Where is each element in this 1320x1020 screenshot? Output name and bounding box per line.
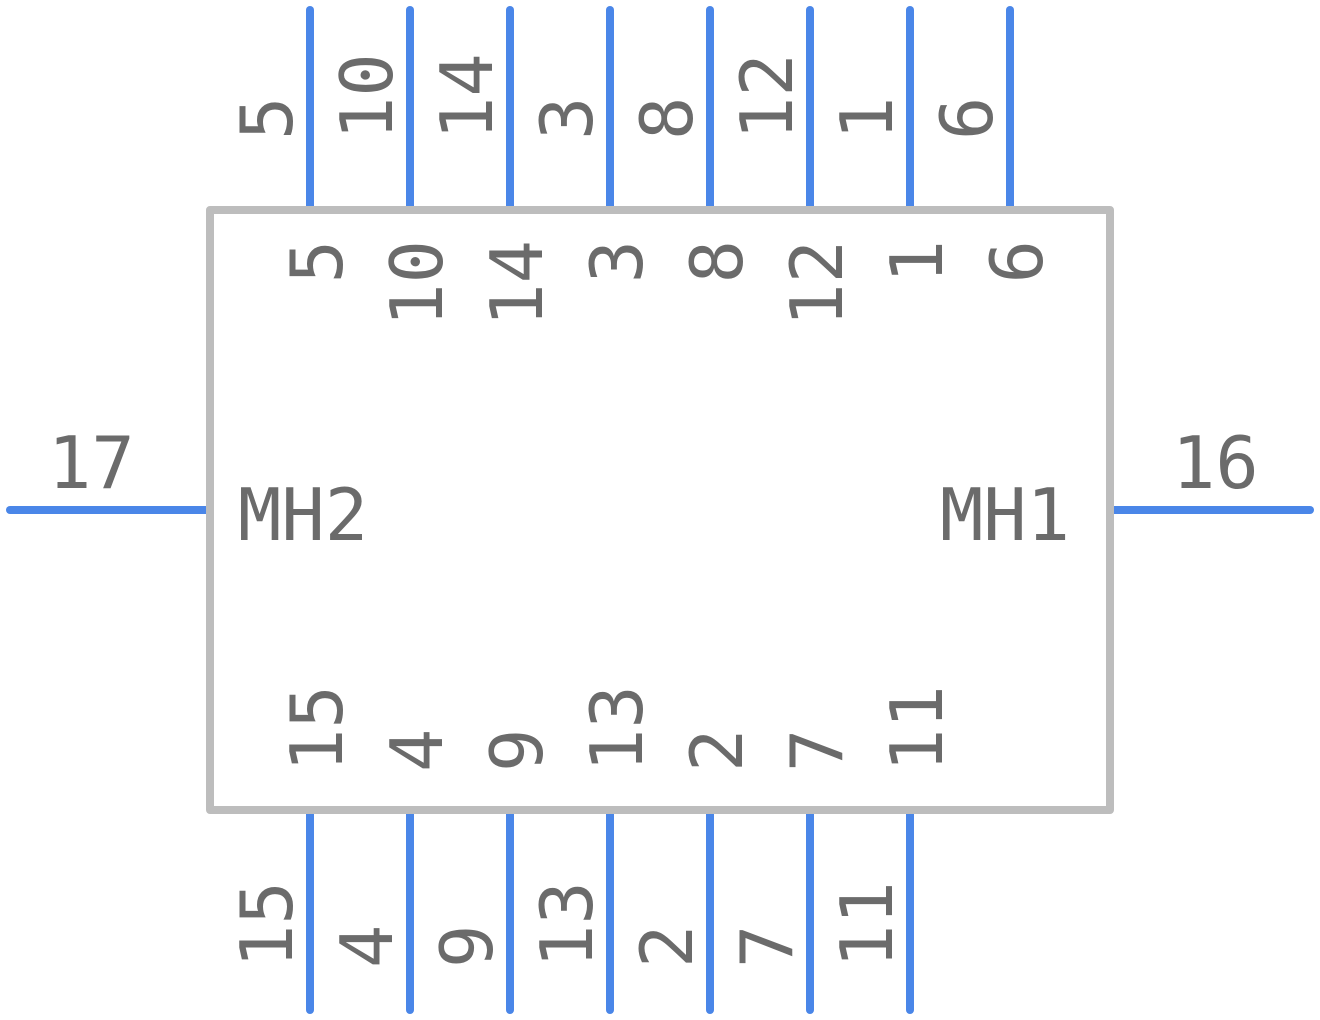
pin-number-inner: 2 bbox=[675, 729, 759, 772]
pin-number-outer: 2 bbox=[625, 925, 709, 968]
pin-number-inner: 5 bbox=[275, 240, 359, 283]
bottom-outer-pin-numbers: 15 4 9 13 2 7 11 bbox=[225, 881, 909, 968]
pin-number-left: 17 bbox=[48, 421, 135, 505]
pin-number-right: 16 bbox=[1172, 421, 1259, 505]
pin-number-outer: 15 bbox=[225, 881, 309, 968]
pin-number-outer: 6 bbox=[925, 97, 1009, 140]
pin-number-inner: 3 bbox=[575, 240, 659, 283]
pin-number-inner: 11 bbox=[875, 685, 959, 772]
pin-number-inner: 9 bbox=[475, 729, 559, 772]
pin-number-outer: 5 bbox=[225, 97, 309, 140]
pin-number-outer: 13 bbox=[525, 881, 609, 968]
pin-number-inner: 6 bbox=[975, 240, 1059, 283]
pin-number-outer: 14 bbox=[425, 53, 509, 140]
pin-number-outer: 9 bbox=[425, 925, 509, 968]
top-pins bbox=[306, 6, 1014, 212]
component-body bbox=[206, 206, 1114, 814]
pin-number-inner: 7 bbox=[775, 729, 859, 772]
bottom-pins bbox=[306, 808, 914, 1014]
label-mh1: MH1 bbox=[940, 473, 1070, 557]
label-mh2: MH2 bbox=[238, 473, 368, 557]
pin-number-inner: 8 bbox=[675, 240, 759, 283]
pin-number-outer: 3 bbox=[525, 97, 609, 140]
pin-number-inner: 14 bbox=[475, 240, 559, 327]
pin-number-outer: 10 bbox=[325, 53, 409, 140]
pin-number-outer: 11 bbox=[825, 881, 909, 968]
pin-number-outer: 12 bbox=[725, 53, 809, 140]
bottom-inner-pin-numbers: 15 4 9 13 2 7 11 bbox=[275, 685, 959, 772]
pin-number-inner: 13 bbox=[575, 685, 659, 772]
pin-number-inner: 10 bbox=[375, 240, 459, 327]
pin-number-inner: 15 bbox=[275, 685, 359, 772]
top-inner-pin-numbers: 5 10 14 3 8 12 1 6 bbox=[275, 240, 1059, 327]
pin-number-outer: 4 bbox=[325, 925, 409, 968]
pin-number-outer: 1 bbox=[825, 97, 909, 140]
pin-number-outer: 8 bbox=[625, 97, 709, 140]
pin-number-inner: 4 bbox=[375, 729, 459, 772]
top-outer-pin-numbers: 5 10 14 3 8 12 1 6 bbox=[225, 53, 1009, 140]
pin-number-inner: 1 bbox=[875, 240, 959, 283]
pin-number-inner: 12 bbox=[775, 240, 859, 327]
pin-number-outer: 7 bbox=[725, 925, 809, 968]
